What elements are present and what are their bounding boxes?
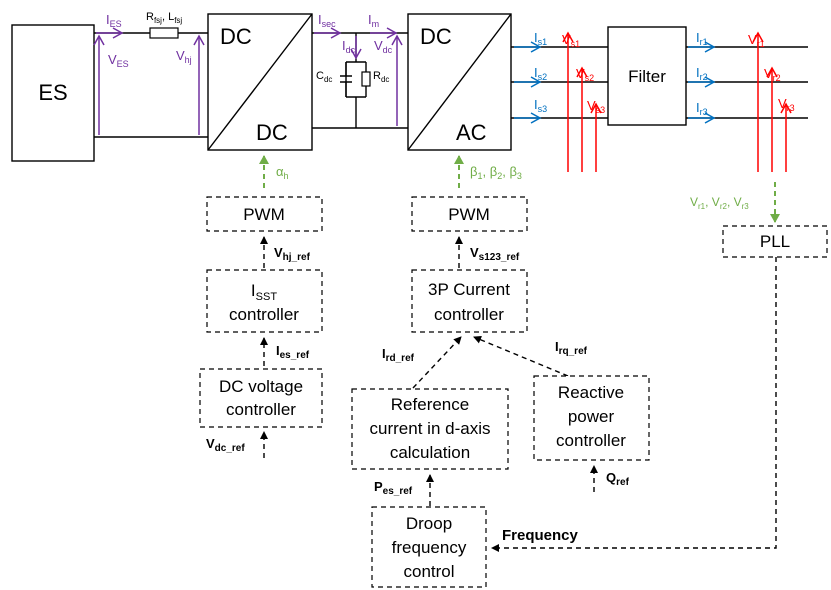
dcdc-top-label: DC — [220, 24, 252, 49]
refcur-line2-label: current in d-axis — [370, 419, 491, 438]
pes-ref-label: Pes_ref — [374, 479, 413, 497]
capacitor-cdc — [340, 62, 352, 97]
cdc-label: Cdc — [316, 70, 332, 84]
is1-label: Is1 — [534, 30, 547, 47]
vr2-label: Vr2 — [764, 66, 781, 83]
cc-line2-label: controller — [434, 305, 504, 324]
pwm2-label: PWM — [448, 205, 490, 224]
frequency-feedback-line — [491, 257, 777, 552]
vhj-ref-label: Vhj_ref — [274, 245, 311, 263]
droop-line3-label: control — [403, 562, 454, 581]
resistor-rdc — [361, 71, 371, 87]
pwm2-block — [411, 196, 528, 232]
vr1-label: Vr1 — [748, 32, 765, 49]
rfsj-lfsj-label: Rfsj, Lfsj — [146, 11, 182, 25]
dcv-line1-label: DC voltage — [219, 377, 303, 396]
droop-line2-label: frequency — [392, 538, 467, 557]
es-label: ES — [38, 80, 67, 105]
irq-ref-label: Irq_ref — [555, 339, 588, 357]
pll-label: PLL — [760, 232, 790, 251]
frequency-label: Frequency — [502, 527, 579, 544]
cc-line1-label: 3P Current — [428, 280, 510, 299]
ies-ref-label: Ies_ref — [276, 343, 310, 361]
isst-controller-label: controller — [229, 305, 299, 324]
reactive-power-controller-block — [533, 375, 650, 461]
idc-label: Idc — [342, 38, 356, 55]
rpc-line2-label: power — [568, 407, 615, 426]
is2-label: Is2 — [534, 65, 547, 82]
rpc-line3-label: controller — [556, 431, 626, 450]
es-block — [11, 24, 95, 162]
dcv-line2-label: controller — [226, 400, 296, 419]
droop-frequency-block — [371, 506, 487, 588]
filter-block — [607, 26, 687, 126]
vr-to-pll-label: Vr1, Vr2, Vr3 — [690, 195, 749, 211]
current-controller-block — [411, 269, 528, 333]
vs123-ref-label: Vs123_ref — [470, 245, 520, 263]
isst-controller-block — [206, 269, 323, 333]
dc-voltage-controller-block — [199, 368, 323, 428]
beta-label: β1, β2, β3 — [470, 164, 522, 181]
vs3-label: Vs3 — [587, 98, 605, 115]
vdc-label: Vdc — [374, 38, 393, 55]
is3-label: Is3 — [534, 97, 547, 114]
ir2-label: Ir2 — [696, 65, 708, 82]
pwm1-label: PWM — [243, 205, 285, 224]
resistor-rfsj — [149, 27, 179, 39]
dcac-diagonal — [407, 13, 512, 151]
vs2-label: Vs2 — [576, 66, 594, 83]
vs1-label: Vs1 — [562, 32, 580, 49]
refcur-line1-label: Reference — [391, 395, 469, 414]
ir1-label: Ir1 — [696, 30, 708, 47]
dcdc-bottom-label: DC — [256, 120, 288, 145]
refcur-line3-label: calculation — [390, 443, 470, 462]
ies-label: IES — [106, 12, 122, 29]
ves-label: VES — [108, 52, 129, 69]
rpc-line1-label: Reactive — [558, 383, 624, 402]
ird-ref-arrow — [412, 336, 462, 389]
vdc-ref-label: Vdc_ref — [206, 436, 245, 454]
reference-current-block — [351, 388, 509, 470]
pll-block — [722, 225, 828, 258]
dcac-top-label: DC — [420, 24, 452, 49]
droop-line1-label: Droop — [406, 514, 452, 533]
dcdc-diagonal — [207, 13, 313, 151]
q-ref-label: Qref — [606, 470, 630, 488]
rdc-label: Rdc — [373, 70, 389, 84]
dcac-bottom-label: AC — [456, 120, 487, 145]
vr3-label: Vr3 — [778, 96, 795, 113]
pwm1-block — [206, 196, 323, 232]
alpha-label: αh — [276, 164, 289, 181]
vhj-label: Vhj — [176, 48, 192, 65]
irq-ref-arrow — [473, 335, 569, 377]
ird-ref-label: Ird_ref — [382, 346, 415, 364]
filter-label: Filter — [628, 67, 666, 86]
isec-label: Isec — [318, 12, 336, 29]
ir3-label: Ir3 — [696, 100, 708, 117]
im-label: Im — [368, 12, 379, 29]
isst-label: ISST — [251, 281, 277, 303]
